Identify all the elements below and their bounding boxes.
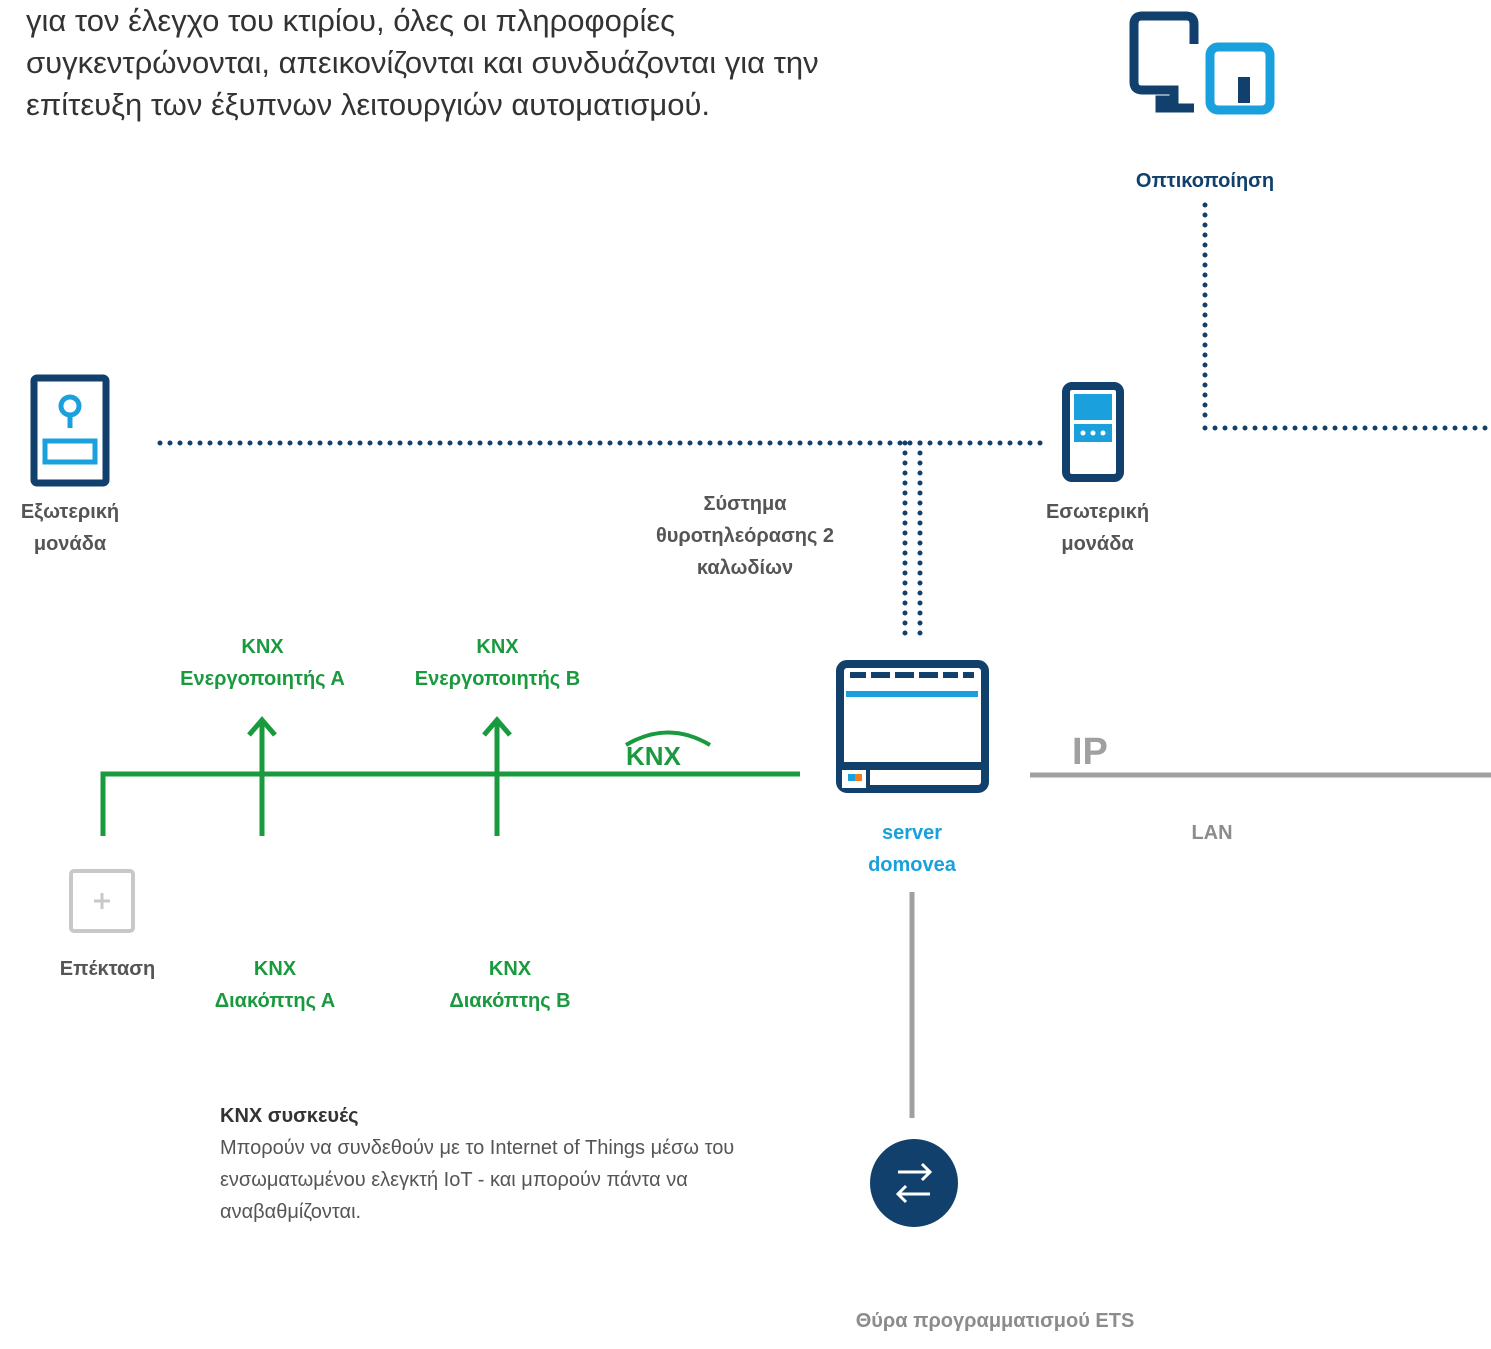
indoor-unit-label-line2: μονάδα	[1061, 533, 1134, 555]
intercom-label-line3: καλωδίων	[696, 557, 794, 579]
switch-b-label-line1: KNX	[488, 958, 532, 980]
switch-b-label-line2: Διακόπτης Β	[449, 990, 571, 1012]
ip-label: IP	[1072, 731, 1108, 773]
visualization-label: Οπτικοποίηση	[1135, 170, 1275, 192]
switch-a-label: KNX Διακόπτης Α	[185, 953, 365, 1017]
switch-a-label-line1: KNX	[253, 958, 297, 980]
actuator-b-label: KNX Ενεργοποιητής Β	[385, 631, 610, 695]
actuator-b-label-line2: Ενεργοποιητής Β	[414, 668, 581, 690]
extension-label: Επέκταση	[59, 958, 156, 980]
arrow-up-icon	[247, 716, 512, 737]
indoor-unit-label-line1: Εσωτερική	[1045, 501, 1150, 523]
actuator-a-label: KNX Ενεργοποιητής Α	[150, 631, 375, 695]
switch-a-label-line2: Διακόπτης Α	[214, 990, 336, 1012]
server-icon	[836, 660, 989, 793]
actuator-b-label-line1: KNX	[476, 636, 519, 658]
server-label: server domovea	[842, 817, 982, 881]
server-label-line2: domovea	[868, 854, 956, 876]
intercom-label: Σύστημα θυροτηλεόρασης 2 καλωδίων	[625, 488, 865, 584]
knx-devices-note: KNX συσκευές Μπορούν να συνδεθούν με το …	[220, 1100, 780, 1228]
extension-icon	[69, 869, 135, 933]
intercom-label-line1: Σύστημα	[703, 493, 787, 515]
indoor-unit-icon	[1062, 382, 1124, 482]
actuator-a-label-line1: KNX	[241, 636, 284, 658]
server-label-line1: server	[881, 822, 943, 844]
knx-devices-note-body: Μπορούν να συνδεθούν με το Internet of T…	[220, 1137, 735, 1223]
outdoor-unit-icon	[30, 374, 110, 487]
intercom-label-line2: θυροτηλεόρασης 2	[655, 525, 835, 547]
ets-port-label: Θύρα προγραμματισμού ETS	[855, 1310, 1135, 1332]
switch-b-label: KNX Διακόπτης Β	[420, 953, 600, 1017]
indoor-unit-label: Εσωτερική μονάδα	[1025, 496, 1170, 560]
transfer-icon[interactable]	[870, 1139, 958, 1227]
knx-bus	[100, 722, 800, 836]
outdoor-unit-label-line2: μονάδα	[33, 533, 107, 555]
knx-devices-note-title: KNX συσκευές	[220, 1105, 359, 1127]
intro-text: για τον έλεγχο του κτιρίου, όλες οι πληρ…	[26, 3, 819, 122]
knx-logo: KNX	[624, 730, 712, 771]
outdoor-unit-label: Εξωτερική μονάδα	[0, 496, 140, 560]
lan-label: LAN	[1191, 822, 1233, 844]
actuator-a-label-line2: Ενεργοποιητής Α	[180, 668, 345, 690]
devices-icon	[1129, 11, 1275, 115]
outdoor-unit-label-line1: Εξωτερική	[20, 501, 120, 523]
knx-logo-text: KNX	[626, 741, 682, 771]
